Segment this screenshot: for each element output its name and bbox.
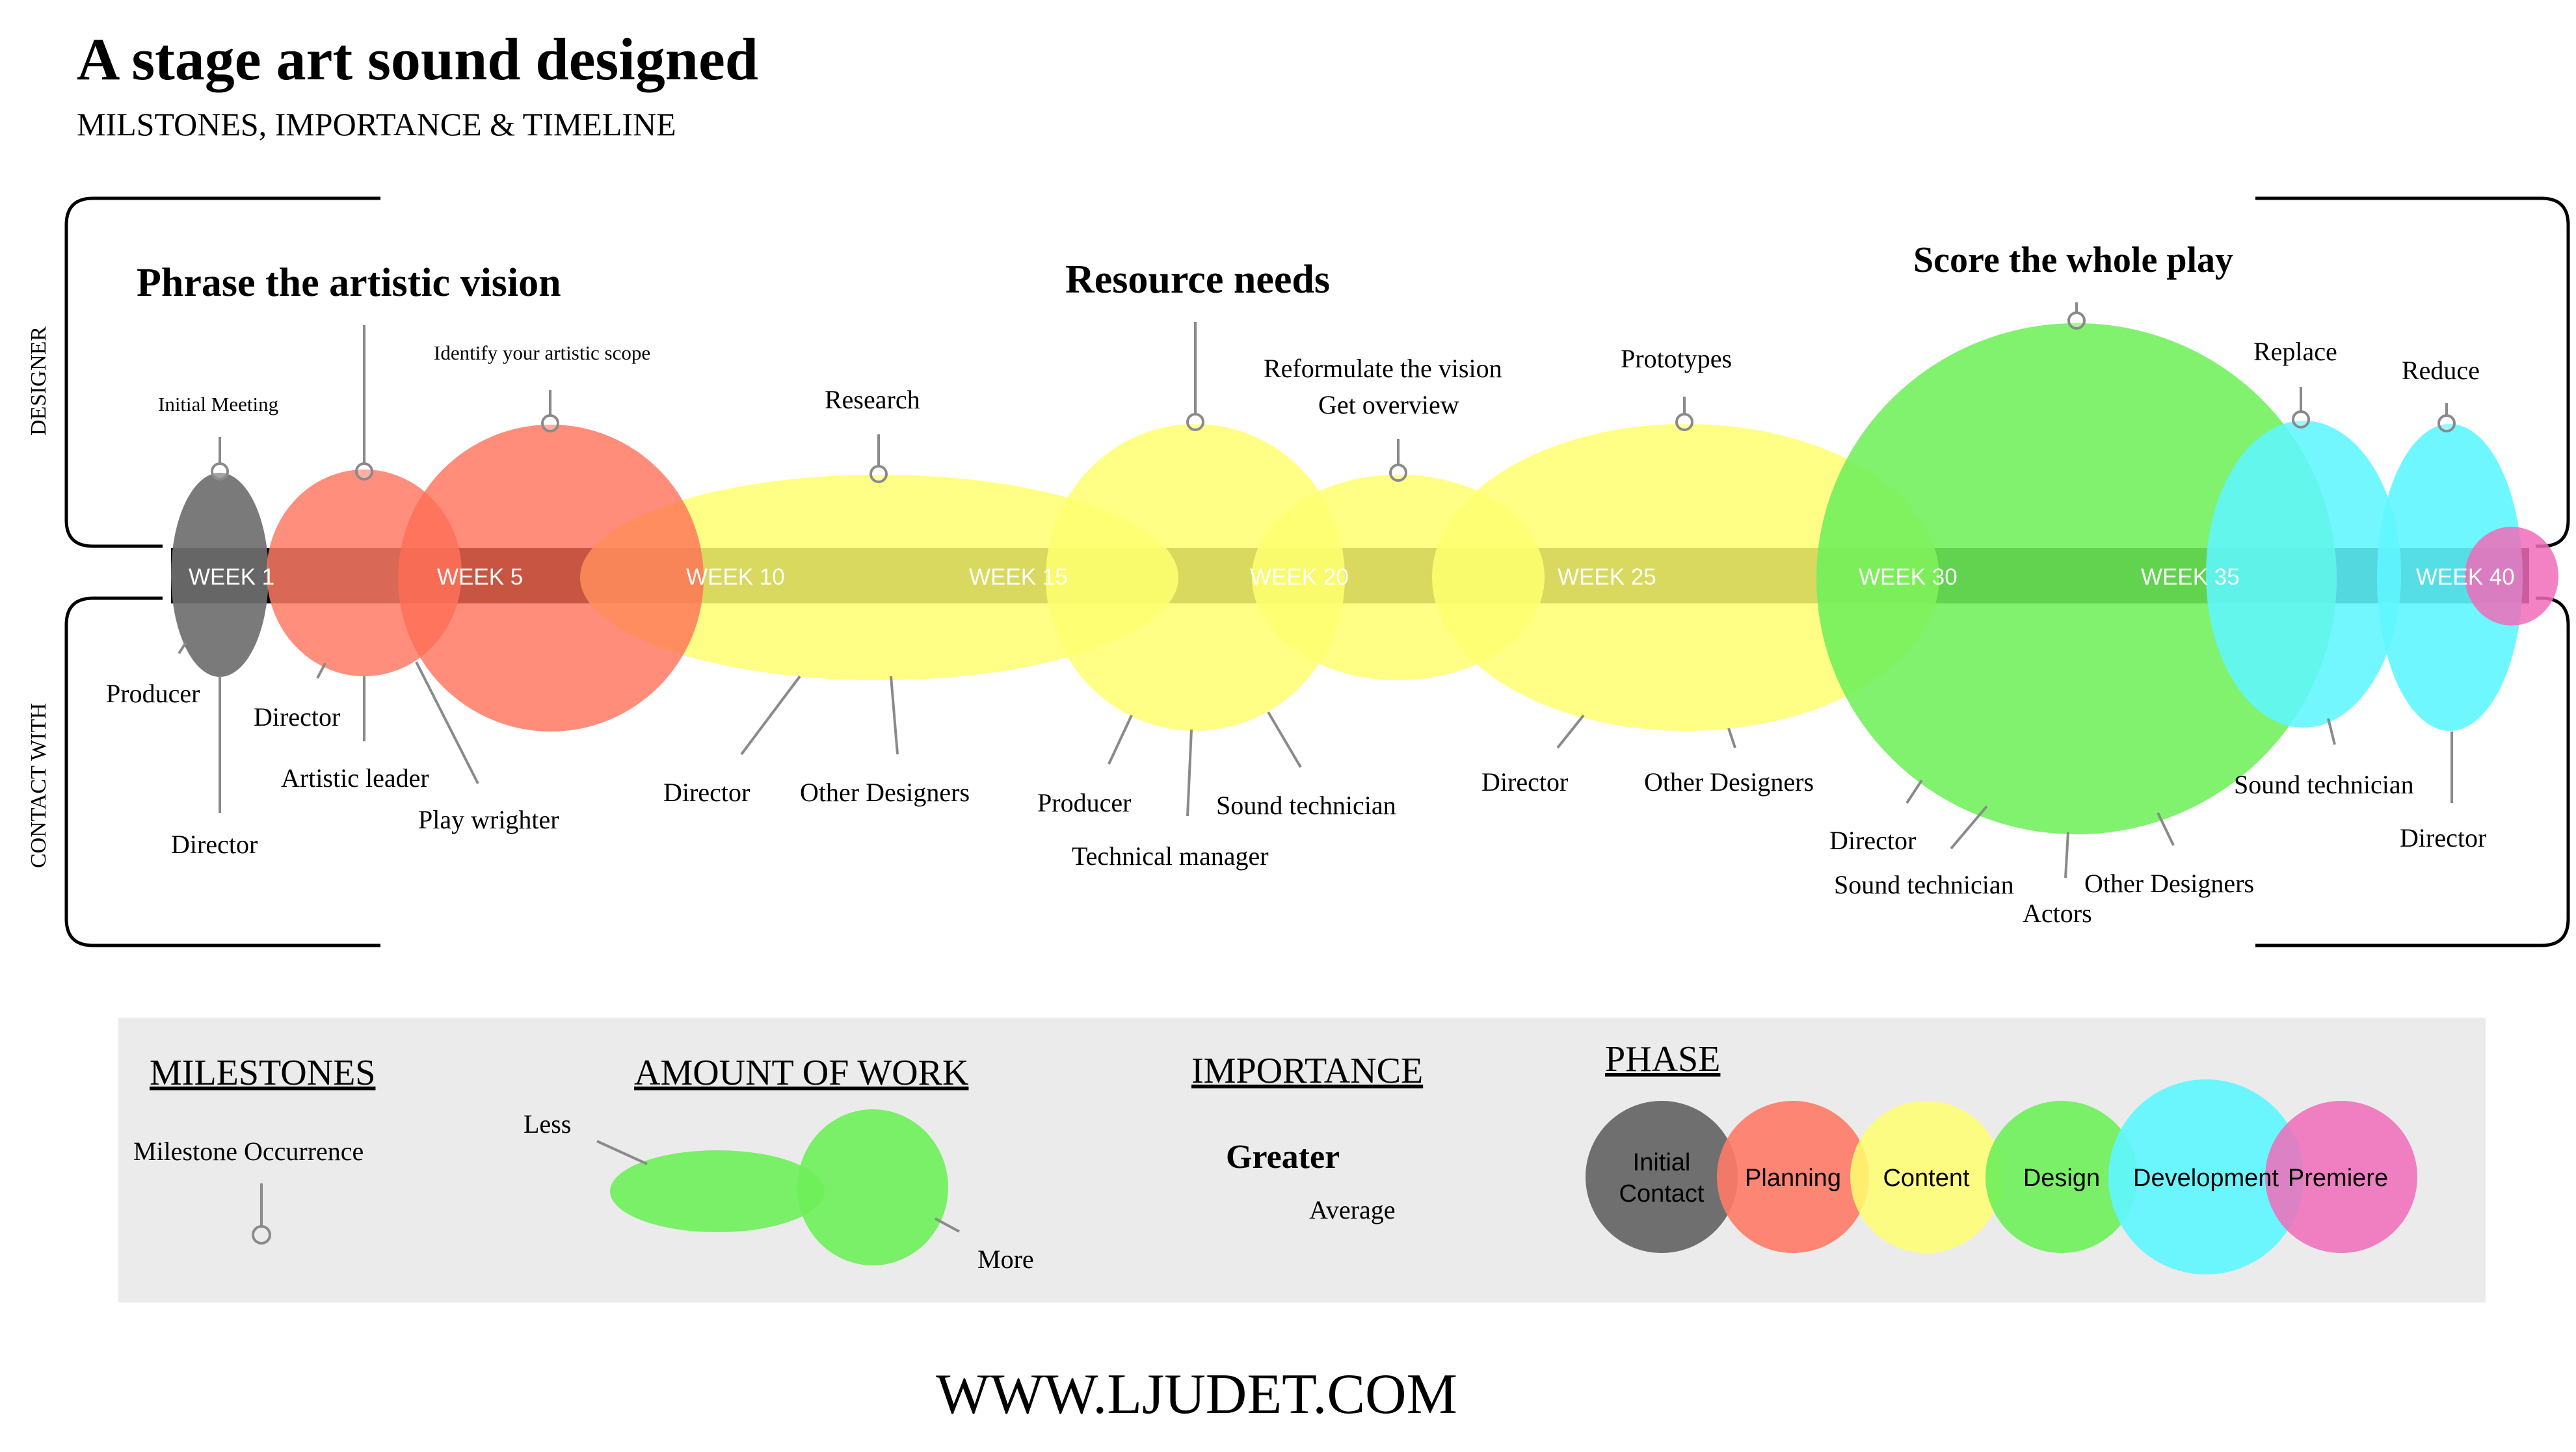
legend-amount-of-work: AMOUNT OF WORK Less More [524, 1053, 1034, 1274]
legend-development-circle [2108, 1079, 2304, 1274]
legend-importance-title: IMPORTANCE [1191, 1051, 1423, 1091]
contact-other-designers: Other Designers [800, 778, 970, 807]
contact-director: Director [254, 702, 340, 732]
legend-phase-label: Premiere [2288, 1165, 2388, 1192]
contact-other-designers: Other Designers [2084, 869, 2254, 898]
milestone-pins [211, 302, 2456, 483]
contact-director: Director [1829, 826, 1916, 855]
milestone-replace: Replace [2253, 337, 2337, 366]
legend-planning-circle [1717, 1101, 1869, 1253]
week-label: WEEK 20 [1250, 564, 1349, 590]
legend-phase-title: PHASE [1605, 1039, 1720, 1079]
heading-score: Score the whole play [1913, 240, 2233, 280]
planning-bubble-scope [398, 425, 704, 732]
content-bubble-prototypes [1432, 424, 1939, 731]
milestone-overview: Get overview [1318, 390, 1459, 419]
heading-artistic-vision: Phrase the artistic vision [137, 261, 561, 305]
contact-other-designers: Other Designers [1644, 767, 1814, 797]
contact-bracket-right [2255, 596, 2570, 947]
designer-bracket [64, 196, 380, 548]
week-label: WEEK 15 [969, 564, 1068, 590]
milestone-reduce: Reduce [2402, 356, 2480, 385]
milestone-reformulate: Reformulate the vision [1264, 354, 1502, 383]
contact-play-wrighter: Play wrighter [418, 805, 559, 834]
phase-bubbles [171, 323, 2558, 834]
week-labels: WEEK 1 WEEK 5 WEEK 10 WEEK 15 WEEK 20 WE… [189, 564, 2515, 590]
legend-phase-label: Content [1883, 1165, 1970, 1192]
contact-director: Director [2400, 823, 2486, 852]
milestone-initial-meeting: Initial Meeting [158, 393, 278, 416]
contact-technical-manager: Technical manager [1072, 841, 1269, 871]
designer-bracket-right [2255, 196, 2570, 548]
legend-phase-label: Planning [1745, 1165, 1841, 1192]
contact-bracket [64, 596, 380, 947]
legend-greater: Greater [1226, 1139, 1340, 1176]
legend-phase-label: Development [2133, 1165, 2279, 1192]
week-label: WEEK 25 [1558, 564, 1656, 590]
contact-sound-technician: Sound technician [1216, 791, 1396, 820]
week-label: WEEK 40 [2416, 564, 2515, 590]
footer-url[interactable]: WWW.LJUDET.COM [936, 1363, 1457, 1426]
legend-phase: PHASE Initial Contact Planning Content D… [1586, 1039, 2417, 1274]
legend-work-title: AMOUNT OF WORK [634, 1053, 968, 1093]
legend-design-circle [1985, 1101, 2138, 1253]
heading-resource-needs: Resource needs [1065, 257, 1330, 302]
legend-phase-label: Contact [1619, 1180, 1705, 1208]
week-label: WEEK 10 [686, 564, 785, 590]
milestone-research: Research [825, 385, 920, 414]
week-label: WEEK 5 [437, 564, 523, 590]
premiere-bubble [2465, 527, 2558, 626]
legend-phase-label: Initial [1633, 1149, 1691, 1176]
week-label: WEEK 1 [189, 564, 274, 590]
legend-less: Less [524, 1109, 571, 1139]
milestone-prototypes: Prototypes [1621, 344, 1732, 373]
legend-more: More [977, 1245, 1034, 1274]
legend-importance: IMPORTANCE Greater Average [1191, 1051, 1423, 1224]
development-bubble-replace [2206, 421, 2401, 728]
page-title: A stage art sound designed [77, 26, 758, 92]
contact-director: Director [663, 778, 750, 807]
contact-side-label: CONTACT WITH [27, 703, 51, 868]
page-subtitle: MILSTONES, IMPORTANCE & TIMELINE [77, 106, 676, 142]
legend-average: Average [1309, 1195, 1396, 1224]
content-bubble-resource [1046, 424, 1345, 731]
week-label: WEEK 35 [2141, 564, 2240, 590]
legend-premiere-circle [2265, 1101, 2417, 1253]
contact-sound-technician: Sound technician [2234, 770, 2414, 799]
legend-milestone-pin [252, 1225, 271, 1245]
legend-phase-label: Design [2023, 1165, 2100, 1192]
legend-less-bubble [610, 1150, 825, 1232]
design-bubble-score [1816, 323, 2337, 834]
legend-milestone-occurrence: Milestone Occurrence [133, 1137, 364, 1166]
designer-side-label: DESIGNER [27, 326, 51, 436]
development-bubble-reduce [2377, 424, 2523, 731]
contact-producer: Producer [106, 679, 200, 708]
milestone-artistic-scope: Identify your artistic scope [434, 341, 650, 364]
content-bubble-research [580, 475, 1178, 680]
legend-initial-contact-circle [1586, 1101, 1738, 1253]
legend-milestones: MILESTONES Milestone Occurrence [133, 1053, 375, 1245]
contact-connectors [178, 641, 2453, 878]
contact-director: Director [1481, 767, 1568, 797]
contact-actors: Actors [2023, 899, 2092, 928]
legend-content-circle [1850, 1101, 2002, 1253]
contact-artistic-leader: Artistic leader [281, 763, 429, 793]
contact-producer: Producer [1037, 788, 1131, 817]
contact-sound-technician: Sound technician [1834, 870, 2014, 899]
legend-milestones-title: MILESTONES [150, 1053, 375, 1093]
week-label: WEEK 30 [1859, 564, 1958, 590]
contact-director: Director [171, 830, 258, 859]
initial-contact-bubble [171, 473, 269, 677]
legend-more-bubble [797, 1109, 948, 1265]
